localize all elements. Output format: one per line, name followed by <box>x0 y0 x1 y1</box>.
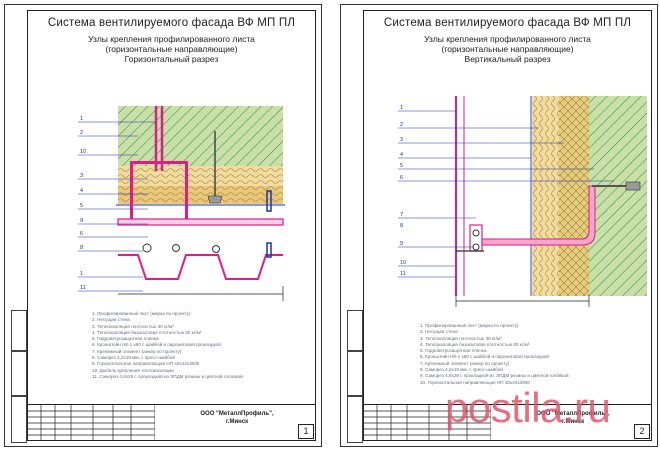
city-line: г.Минск <box>225 418 249 425</box>
binding-margin-stubs <box>11 10 27 443</box>
sheet-number: 1 <box>298 424 314 439</box>
callout-label: 11 <box>400 271 406 277</box>
note-item: 5. Гидроветрозащитная пленка <box>420 348 487 354</box>
subtitle-line-1: Узлы крепления профилированного листа <box>88 34 255 44</box>
profiled-sheet <box>118 254 283 280</box>
city-line: г.Минск <box>561 418 585 425</box>
note-item: 8. Саморез 4,2х19 мм, с пресс-шайбой <box>420 367 503 373</box>
note-item: 4. Теплоизоляция базальтовая плотностью … <box>420 341 530 347</box>
sheet-subtitle: Узлы крепления профилированного листа (г… <box>28 34 315 64</box>
company-name: ООО "МеталлПрофиль", г.Минск <box>177 411 297 426</box>
sheet-title: Система вентилируемого фасада ВФ МП ПЛ <box>383 17 632 29</box>
company-name: ООО "МеталлПрофиль", г.Минск <box>513 411 633 426</box>
drawing-sheet-2: Система вентилируемого фасада ВФ МП ПЛ У… <box>340 4 658 447</box>
callout-label: 1 <box>80 271 83 277</box>
title-block-grid <box>27 405 155 441</box>
subtitle-line-3: Горизонтальный разрез <box>124 54 219 64</box>
note-item: 1. Профилированный лист (марка по проект… <box>92 311 191 316</box>
callout-label: 1 <box>80 116 83 122</box>
note-item: 6. Кронштейн НК-1 х60 с шайбой и паронит… <box>92 342 221 348</box>
callout-label: 11 <box>80 285 86 291</box>
subtitle-line-2: (горизонтальные направляющие) <box>441 44 574 54</box>
company-line: ООО "МеталлПрофиль", <box>536 411 610 417</box>
horizontal-rail <box>117 218 284 226</box>
drawing-frame: Система вентилируемого фасада ВФ МП ПЛ У… <box>27 10 316 441</box>
callout-label: 4 <box>400 152 403 158</box>
notes-list: 1. Профилированный лист (марка по проект… <box>420 323 569 386</box>
callout-label: 10 <box>80 149 86 155</box>
note-item: 5. Гидроветрозащитная пленка <box>92 336 159 342</box>
note-item: 11. Саморез 4,8х28 с прокладкой из ЭПДМ … <box>92 373 243 379</box>
notes-list: 1. Профилированный лист (марка по проект… <box>92 311 243 380</box>
bracket <box>130 161 188 164</box>
callout-label: 9 <box>400 241 403 247</box>
note-item: 3. Теплоизоляция плотностью 30 кг/м³ <box>92 323 174 329</box>
binding-margin-stubs <box>347 10 363 443</box>
note-item: 8. Саморез 4,2х19 мм, с пресс-шайбой <box>92 355 175 361</box>
callout-label: 3 <box>400 137 403 143</box>
horizontal-section-drawing: 1 2 10 3 4 5 9 6 8 1 11 <box>78 106 285 301</box>
callout-label: 6 <box>400 175 403 181</box>
callout-label: 8 <box>400 223 403 229</box>
note-item: 4. Теплоизоляция базальтовая плотностью … <box>92 329 202 335</box>
watermark-logo: postila.ru <box>445 384 611 431</box>
callout-label: 9 <box>80 218 83 224</box>
callout-leaders <box>78 121 156 292</box>
note-item: 7. Крепежный элемент (анкер по проекту) <box>92 348 182 354</box>
callout-label: 2 <box>80 130 83 136</box>
callout-leaders <box>398 110 614 278</box>
callout-label: 10 <box>400 260 406 266</box>
note-item: 9. Горизонтальная направляющая НП 40х44х… <box>92 361 200 367</box>
drawing-sheet-1: Система вентилируемого фасада ВФ МП ПЛ У… <box>4 4 322 447</box>
sheet-number: 2 <box>634 424 650 439</box>
company-line: ООО "МеталлПрофиль", <box>200 411 274 417</box>
note-item: 1. Профилированный лист (марка по проект… <box>420 323 519 328</box>
note-item: 7. Крепежный элемент (анкер по проекту) <box>420 360 510 366</box>
subtitle-line-2: (горизонтальные направляющие) <box>105 44 238 54</box>
callout-label: 4 <box>80 188 83 194</box>
subtitle-line-1: Узлы крепления профилированного листа <box>424 34 591 44</box>
note-item: 2. Несущая стена <box>92 317 130 323</box>
sheet-subtitle: Узлы крепления профилированного листа (г… <box>364 34 651 64</box>
subtitle-line-3: Вертикальный разрез <box>464 54 551 64</box>
note-item: 2. Несущая стена <box>420 329 458 335</box>
sheet-title: Система вентилируемого фасада ВФ МП ПЛ <box>47 17 296 29</box>
callout-label: 7 <box>400 212 403 218</box>
title-block: ООО "МеталлПрофиль", г.Минск 1 <box>27 404 316 441</box>
note-item: 3. Теплоизоляция плотностью 30 кг/м³ <box>420 335 502 341</box>
callout-label: 8 <box>80 245 83 251</box>
callout-label: 1 <box>400 105 403 111</box>
callout-label: 2 <box>400 122 403 128</box>
title-block: ООО "МеталлПрофиль", г.Минск 2 <box>363 404 652 441</box>
note-item: 10. Дюбель крепления теплоизоляции <box>92 367 174 373</box>
callout-label: 5 <box>80 203 83 209</box>
drawing-frame: Система вентилируемого фасада ВФ МП ПЛ У… <box>363 10 652 441</box>
callout-label: 5 <box>400 163 403 169</box>
note-item: 6. Кронштейн НК-1 х60 с шайбой и паронит… <box>420 354 549 360</box>
callout-label: 3 <box>80 173 83 179</box>
vertical-section-drawing: 1 2 3 4 5 6 7 8 9 10 11 <box>398 96 647 307</box>
callout-label: 6 <box>80 231 83 237</box>
note-item: 9. Саморез 4,8х28 с прокладкой из ЭПДМ р… <box>420 373 569 379</box>
note-item: 10. Горизонтальная направляющая НП 40х44… <box>420 379 530 385</box>
title-block-grid <box>363 405 491 441</box>
